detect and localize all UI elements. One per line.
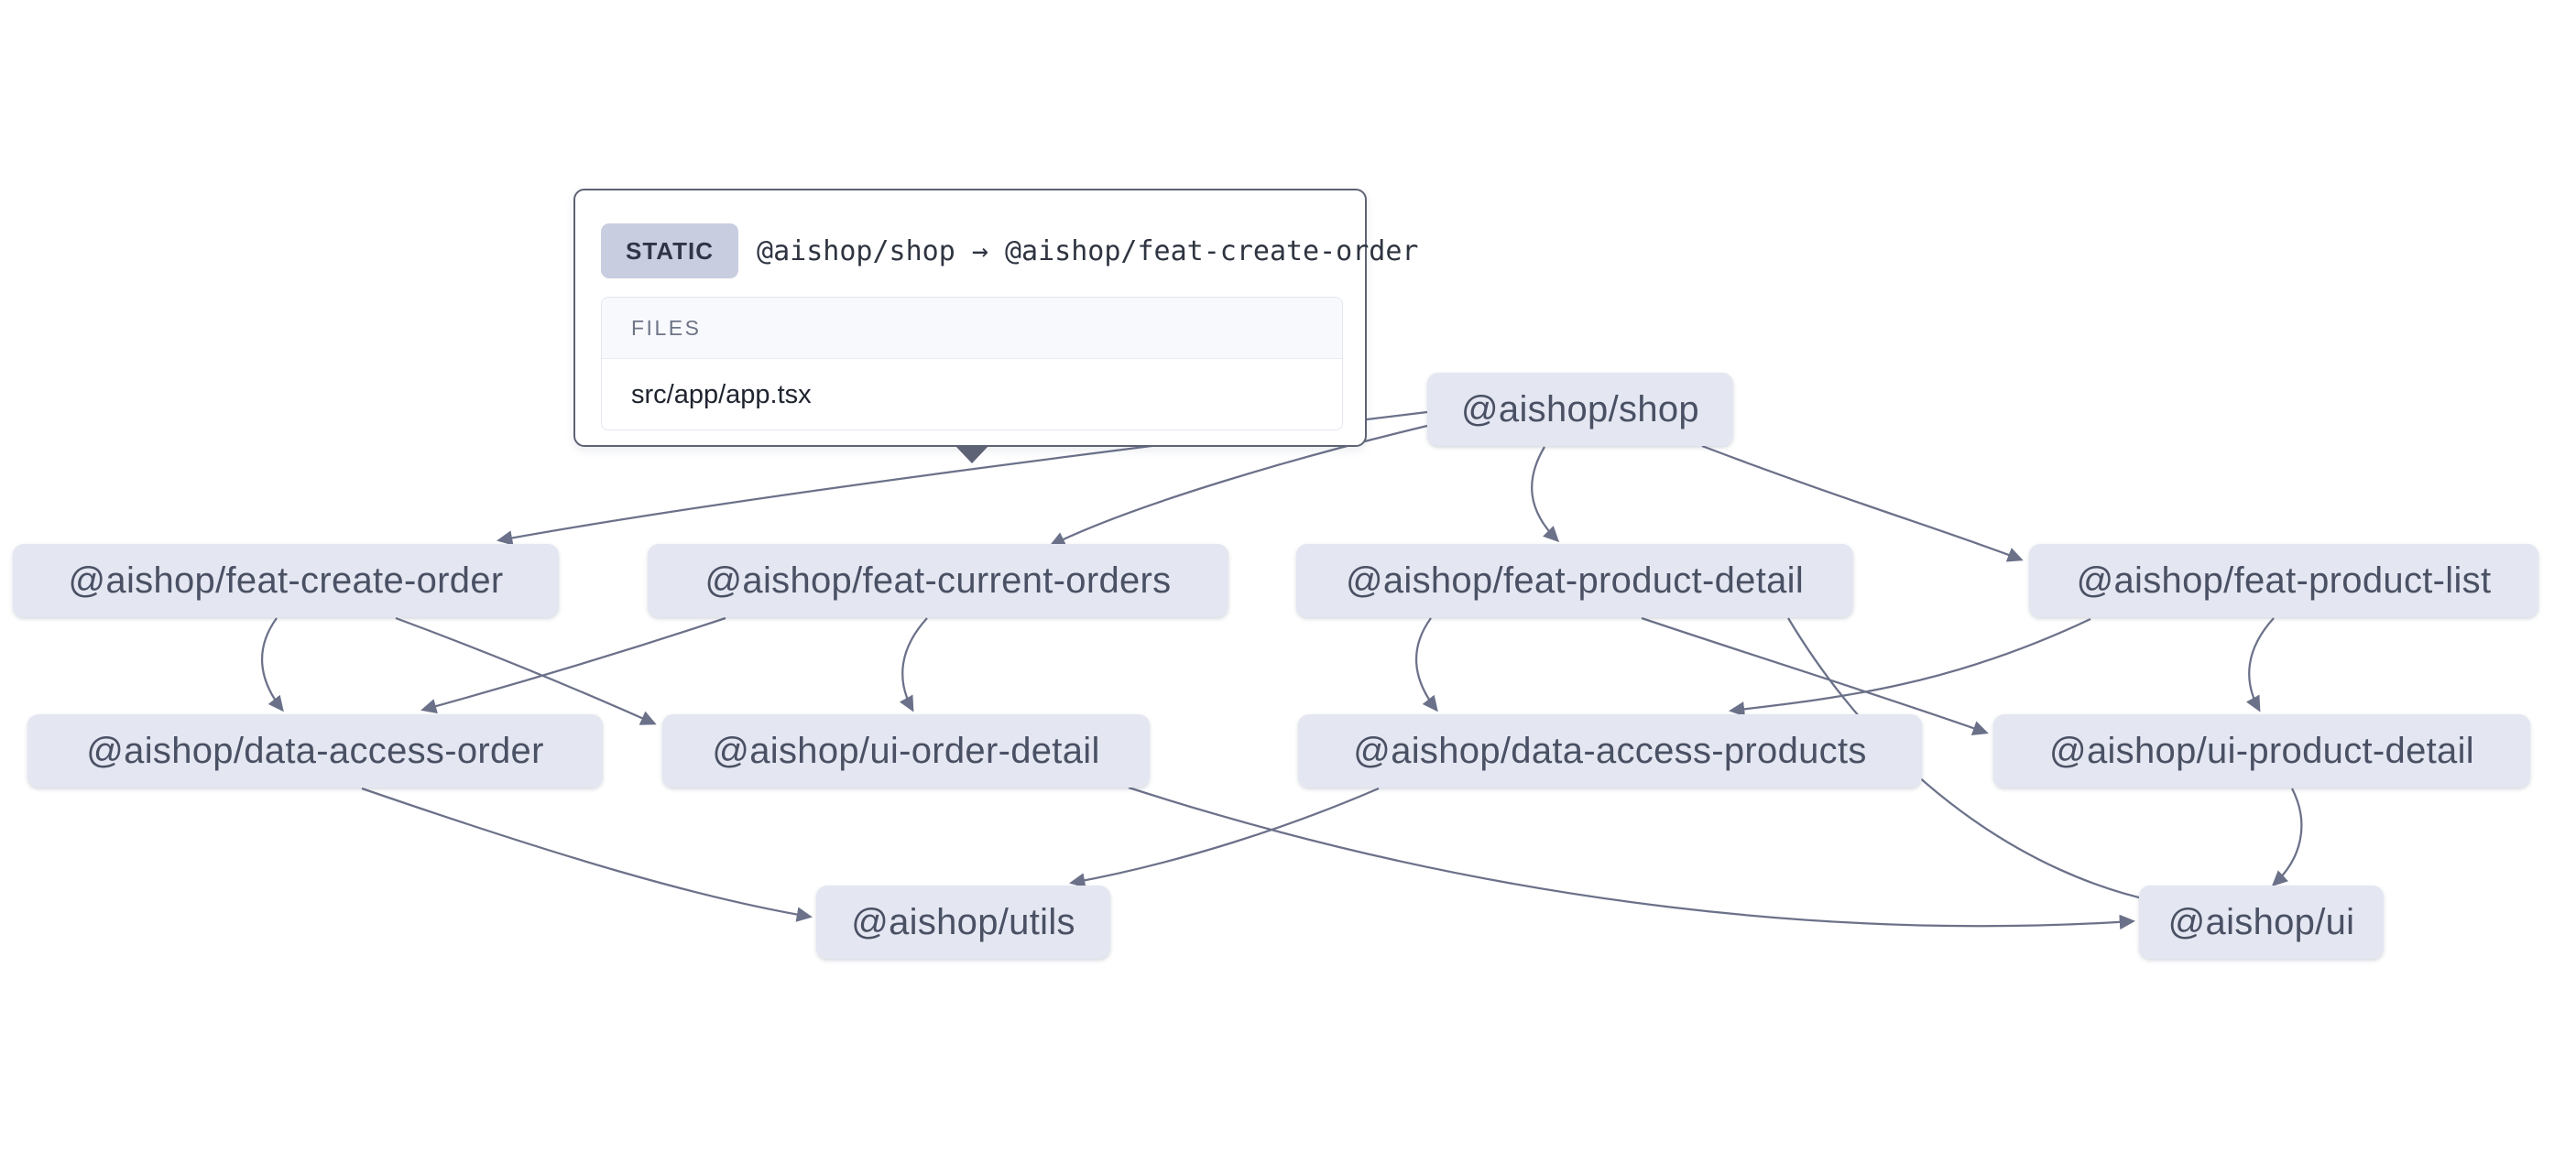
edge-feat-product-detail-to-ui-product-detail[interactable]	[1641, 616, 1989, 735]
edge-feat-product-list-to-data-access-products[interactable]	[1729, 617, 2091, 717]
graph-node-feat-product-list[interactable]: @aishop/feat-product-list	[2029, 544, 2538, 617]
graph-node-ui[interactable]: @aishop/ui	[2139, 886, 2384, 959]
edge-type-badge: STATIC	[601, 223, 739, 278]
file-row: src/app/app.tsx	[631, 379, 812, 409]
edge-feat-create-order-to-data-access-order[interactable]	[260, 617, 284, 712]
graph-node-feat-product-detail[interactable]: @aishop/feat-product-detail	[1296, 544, 1853, 617]
graph-node-feat-create-order[interactable]: @aishop/feat-create-order	[13, 544, 559, 617]
files-panel: FILES src/app/app.tsx	[601, 297, 1343, 430]
edge-feat-product-detail-to-ui[interactable]	[1787, 617, 2157, 907]
edge-data-access-products-to-utils[interactable]	[1069, 787, 1380, 888]
edge-ui-product-detail-to-ui[interactable]	[2271, 788, 2303, 887]
graph-node-utils[interactable]: @aishop/utils	[816, 886, 1110, 959]
files-header-label: FILES	[602, 298, 1342, 359]
edge-shop-to-feat-product-list[interactable]	[1701, 444, 2024, 562]
edge-ui-order-detail-to-ui[interactable]	[1128, 786, 2135, 930]
tooltip-header: STATIC @aishop/shop → @aishop/feat-creat…	[601, 223, 1419, 278]
graph-node-feat-current-orders[interactable]: @aishop/feat-current-orders	[648, 544, 1228, 617]
graph-node-ui-order-detail[interactable]: @aishop/ui-order-detail	[662, 714, 1150, 788]
edge-tooltip: STATIC @aishop/shop → @aishop/feat-creat…	[573, 189, 1419, 463]
graph-node-ui-product-detail[interactable]: @aishop/ui-product-detail	[1993, 714, 2530, 788]
edge-feat-product-list-to-ui-product-detail[interactable]	[2245, 617, 2275, 712]
graph-node-data-access-products[interactable]: @aishop/data-access-products	[1298, 714, 1922, 788]
edge-shop-to-feat-current-orders[interactable]	[1049, 424, 1428, 547]
graph-node-shop[interactable]: @aishop/shop	[1427, 373, 1733, 446]
edge-data-access-order-to-utils[interactable]	[361, 787, 813, 922]
edge-feat-create-order-to-ui-order-detail[interactable]	[395, 616, 657, 725]
tooltip-edge-label: @aishop/shop → @aishop/feat-create-order	[757, 234, 1419, 267]
tooltip-caret-icon	[955, 445, 989, 463]
edge-feat-product-detail-to-data-access-products[interactable]	[1414, 617, 1438, 712]
edge-feat-current-orders-to-ui-order-detail[interactable]	[899, 617, 928, 712]
edge-feat-current-orders-to-data-access-order[interactable]	[420, 616, 726, 714]
edge-shop-to-feat-product-detail[interactable]	[1531, 446, 1560, 543]
graph-node-data-access-order[interactable]: @aishop/data-access-order	[27, 714, 603, 788]
